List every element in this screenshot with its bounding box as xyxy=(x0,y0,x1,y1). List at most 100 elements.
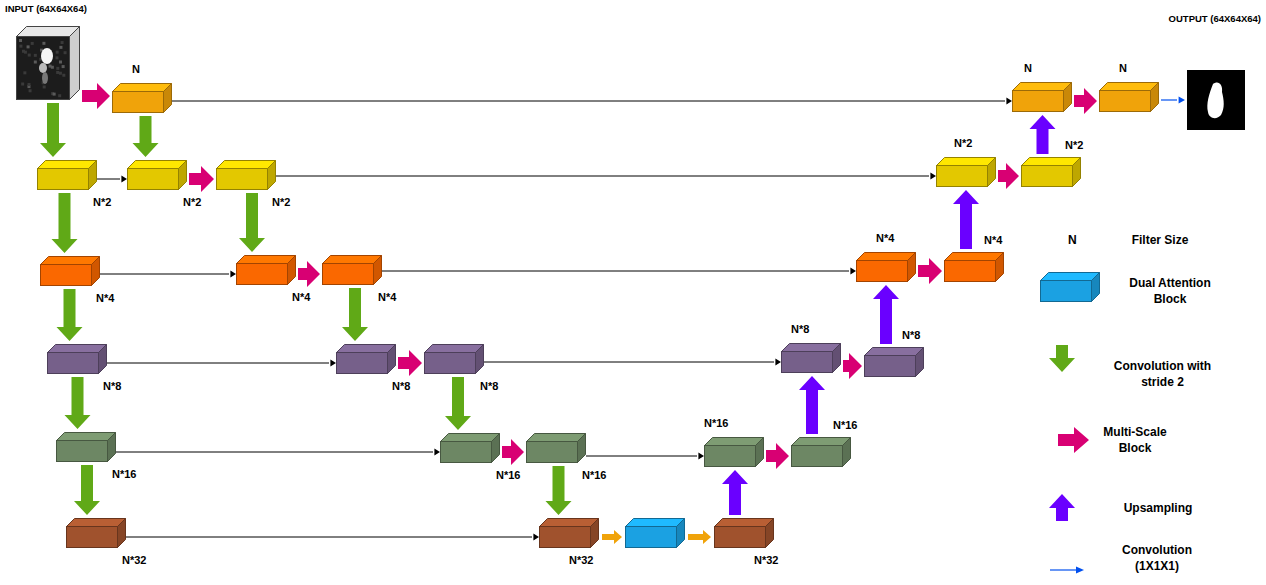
dual-attention-box xyxy=(625,518,685,548)
feature-map-box: N*32 xyxy=(539,518,599,548)
channel-label: N*4 xyxy=(96,292,114,304)
swatch-shape xyxy=(1040,272,1100,302)
box-shape xyxy=(1012,82,1072,112)
box-shape xyxy=(16,26,80,100)
channel-label: N*32 xyxy=(122,554,146,566)
feature-map-box: N*8 xyxy=(336,344,396,374)
multi-scale-arrow xyxy=(189,166,214,192)
skip-connection xyxy=(172,98,1012,105)
conv-1x1-arrow xyxy=(1161,97,1185,104)
feature-map-box: N*16 xyxy=(526,433,586,463)
stride-conv-arrow xyxy=(74,465,100,515)
legend-text: Filter Size xyxy=(1110,233,1210,249)
channel-label: N*8 xyxy=(791,323,809,335)
stride-conv-arrow xyxy=(445,377,471,430)
multi-scale-arrow xyxy=(1074,88,1097,114)
input-volume: INPUT (64X64X64) xyxy=(16,26,80,100)
channel-label: N*32 xyxy=(569,554,593,566)
box-shape xyxy=(112,83,172,113)
feature-map-box: N xyxy=(112,83,172,113)
box-shape xyxy=(127,160,187,190)
box-shape xyxy=(47,344,107,374)
box-shape xyxy=(322,255,382,285)
box-shape xyxy=(791,437,851,467)
channel-label: N*4 xyxy=(378,291,396,303)
channel-label: N*8 xyxy=(480,380,498,392)
multi-scale-arrow xyxy=(998,163,1019,189)
stride-conv-arrow xyxy=(239,193,265,252)
stride-conv-arrow xyxy=(40,103,66,157)
feature-map-box: N*4 xyxy=(236,255,296,285)
legend-symbol-text: N xyxy=(1068,233,1077,247)
feature-map-box: N*8 xyxy=(424,344,484,374)
legend-blue-line xyxy=(1050,569,1077,570)
channel-label: N*2 xyxy=(183,196,201,208)
multi-scale-arrow xyxy=(82,83,110,109)
feature-map-box: N*16 xyxy=(704,437,764,467)
box-shape xyxy=(56,432,116,462)
feature-map-box: N xyxy=(1012,82,1072,112)
multi-scale-arrow xyxy=(766,443,789,469)
volume-label: INPUT (64X64X64) xyxy=(5,4,87,14)
skip-connection xyxy=(276,173,936,180)
feature-map-box: N*8 xyxy=(781,343,841,373)
legend-pink-arrow xyxy=(1058,427,1089,453)
box-shape xyxy=(424,344,484,374)
channel-label: N*16 xyxy=(704,417,728,429)
legend-swatch xyxy=(1040,272,1100,302)
attention-arrow xyxy=(688,530,711,544)
box-shape xyxy=(856,252,916,282)
skip-connection xyxy=(484,359,781,366)
box-shape xyxy=(216,160,276,190)
multi-scale-arrow xyxy=(398,350,422,376)
legend-text: Convolution (1X1X1) xyxy=(1107,543,1207,574)
channel-label: N*4 xyxy=(292,291,310,303)
legend-text: Upsampling xyxy=(1108,501,1208,517)
box-shape xyxy=(236,255,296,285)
channel-label: N*2 xyxy=(272,196,290,208)
upsampling-arrow xyxy=(873,285,899,344)
channel-label: N*8 xyxy=(103,380,121,392)
channel-label: N*4 xyxy=(984,234,1002,246)
box-shape xyxy=(40,256,100,286)
channel-label: N*32 xyxy=(754,554,778,566)
legend-green-arrow xyxy=(1049,345,1075,372)
legend-purple-arrow xyxy=(1049,494,1075,521)
feature-map-box: N*2 xyxy=(37,160,97,190)
feature-map-box: N xyxy=(1099,82,1159,112)
channel-label: N xyxy=(1119,62,1127,74)
box-shape xyxy=(440,433,500,463)
stride-conv-arrow xyxy=(133,116,159,157)
channel-label: N*16 xyxy=(582,469,606,481)
channel-label: N*16 xyxy=(833,419,857,431)
feature-map-box: N*8 xyxy=(47,344,107,374)
legend-text: Multi-Scale Block xyxy=(1095,425,1175,456)
channel-label: N*16 xyxy=(496,469,520,481)
skip-connection xyxy=(586,453,704,460)
feature-map-box: N*4 xyxy=(944,252,1004,282)
stride-conv-arrow xyxy=(342,288,368,341)
channel-label: N*8 xyxy=(902,329,920,341)
channel-label: N xyxy=(132,63,140,75)
stride-conv-arrow xyxy=(57,289,83,341)
multi-scale-arrow xyxy=(502,439,524,465)
channel-label: N*2 xyxy=(93,196,111,208)
multi-scale-arrow xyxy=(843,353,862,379)
skip-connection xyxy=(116,449,440,456)
skip-connection xyxy=(97,176,127,183)
upsampling-arrow xyxy=(953,190,979,249)
stride-conv-arrow xyxy=(546,466,572,515)
box-shape xyxy=(625,518,685,548)
box-shape xyxy=(864,347,924,377)
feature-map-box: N*8 xyxy=(864,347,924,377)
feature-map-box: N*2 xyxy=(936,157,996,187)
skip-connection xyxy=(126,534,539,541)
box-shape xyxy=(1099,82,1159,112)
box-shape xyxy=(336,344,396,374)
upsampling-arrow xyxy=(722,470,748,515)
box-shape xyxy=(539,518,599,548)
box-shape xyxy=(714,518,774,548)
box-shape xyxy=(37,160,97,190)
feature-map-box: N*2 xyxy=(1021,157,1081,187)
